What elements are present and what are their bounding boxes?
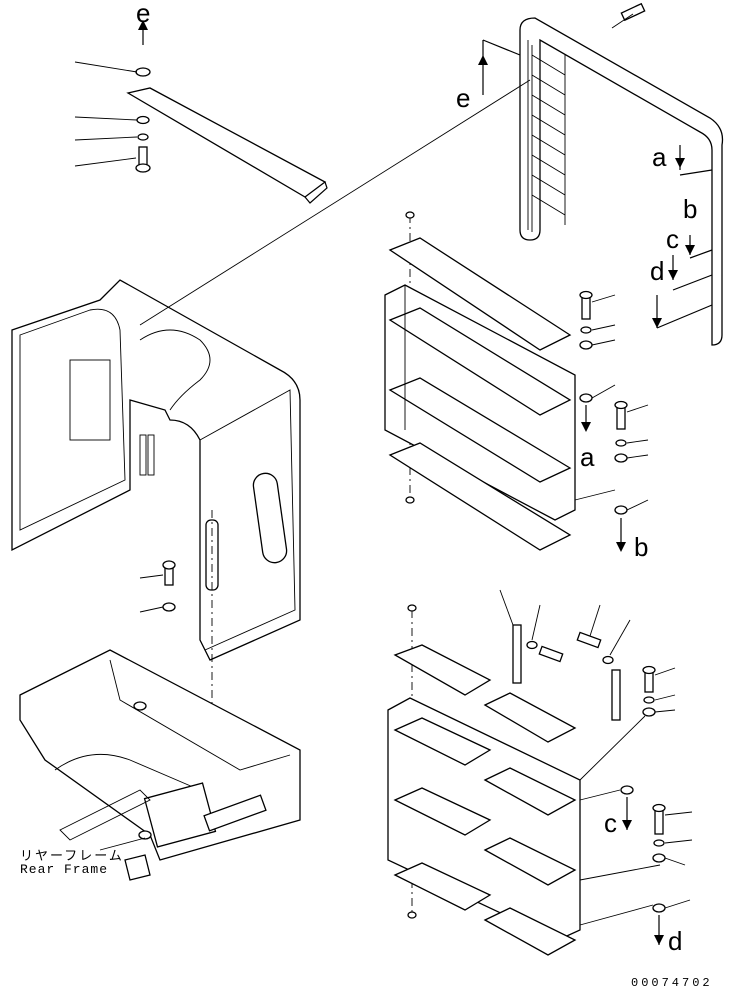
callout-d-upper: d <box>650 256 665 286</box>
callout-b-mid: b <box>634 532 649 562</box>
callout-a-upper: a <box>652 142 667 172</box>
ladder-frame <box>478 2 724 346</box>
callout-b-upper: b <box>683 194 698 224</box>
callout-c-upper: c <box>666 224 679 254</box>
callout-e-right: e <box>456 83 471 113</box>
cab-bolt-hardware <box>139 560 176 613</box>
shelf-assembly-upper <box>384 211 649 552</box>
rear-frame-label-jp: リヤーフレーム <box>20 848 124 863</box>
rear-frame-label-en: Rear Frame <box>20 862 109 877</box>
callout-a-mid: a <box>580 442 595 472</box>
rear-frame <box>19 649 301 881</box>
cab-housing <box>11 279 301 760</box>
ladder-rungs <box>531 54 566 225</box>
shelf-assembly-lower <box>387 589 693 956</box>
top-bracket-assembly <box>74 20 328 204</box>
callout-c-lower: c <box>604 808 617 838</box>
drawing-code: 00074702 <box>631 976 713 990</box>
leader-line <box>139 79 531 326</box>
callout-d-lower: d <box>668 926 683 956</box>
callout-e-top: e <box>136 0 151 28</box>
